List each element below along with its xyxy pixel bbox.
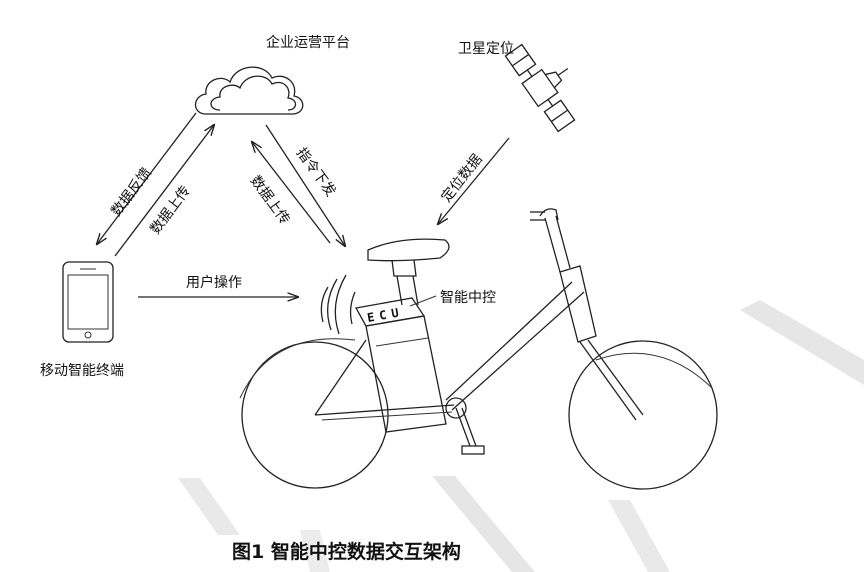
satellite-label: 卫星定位 bbox=[458, 41, 514, 57]
data-feedback-label: 数据反馈 bbox=[108, 165, 154, 219]
smartphone-icon bbox=[62, 261, 114, 343]
rear-wheel bbox=[241, 341, 389, 489]
command-arrow bbox=[265, 124, 345, 246]
data-upload-right-label: 数据上传 bbox=[247, 173, 293, 228]
watermark bbox=[178, 300, 864, 572]
cloud-icon bbox=[194, 66, 304, 115]
figure-caption: 图1 智能中控数据交互架构 bbox=[232, 540, 461, 563]
front-wheel bbox=[568, 340, 718, 490]
wireless-signal-icon bbox=[320, 274, 356, 335]
ecu-box-text: ECU bbox=[366, 305, 405, 325]
command-label: 指令下发 bbox=[293, 145, 339, 200]
bicycle-icon: ECU 智能中控 bbox=[239, 208, 718, 490]
location-data-arrow bbox=[438, 137, 510, 224]
data-upload-right-arrow bbox=[252, 142, 331, 244]
phone-label: 移动智能终端 bbox=[40, 363, 124, 379]
location-data-label: 定位数据 bbox=[439, 151, 486, 205]
user-operation-label: 用户操作 bbox=[186, 274, 242, 291]
cloud-label: 企业运营平台 bbox=[266, 34, 350, 51]
satellite-icon bbox=[504, 43, 576, 133]
data-upload-left-label: 数据上传 bbox=[147, 183, 193, 237]
ecu-label: 智能中控 bbox=[440, 290, 496, 306]
data-upload-left-arrow bbox=[114, 125, 214, 257]
data-feedback-arrow bbox=[97, 112, 197, 244]
